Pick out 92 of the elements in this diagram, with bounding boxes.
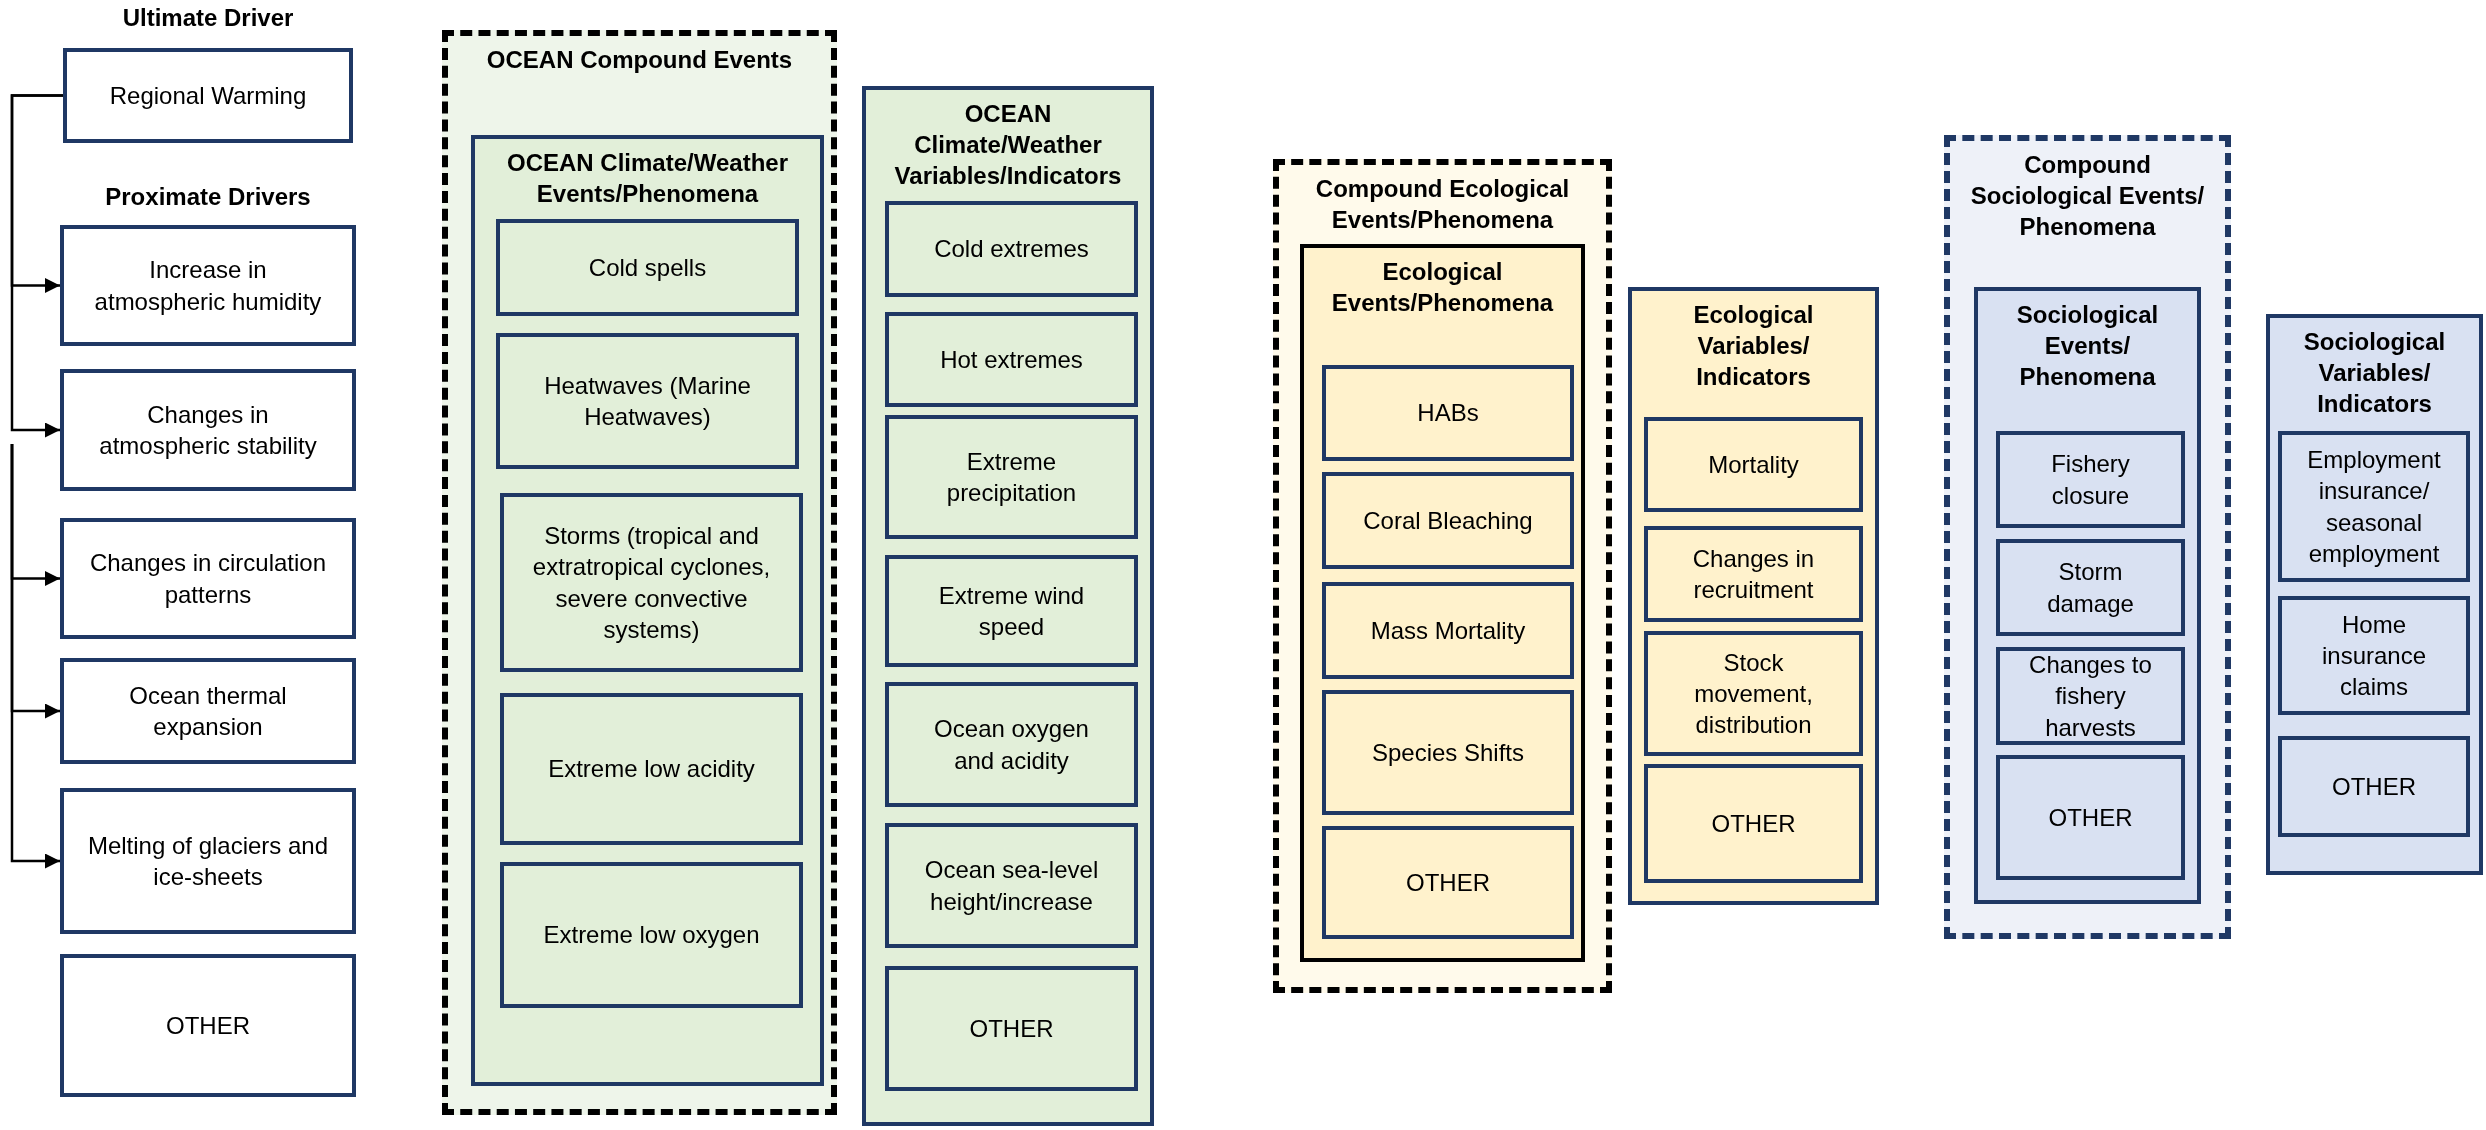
- process-box: [885, 966, 1138, 1091]
- process-box: [2278, 736, 2470, 837]
- group-heading: Ecological Events/Phenomena: [1330, 257, 1555, 319]
- box-label: OTHER: [2048, 802, 2133, 833]
- box-label: OTHER: [2332, 771, 2416, 802]
- process-box: [496, 219, 799, 316]
- process-box: [885, 823, 1138, 948]
- box-label: Mass Mortality: [1370, 615, 1526, 646]
- process-box: [1644, 417, 1863, 512]
- category-box: [1974, 287, 2201, 904]
- group-heading: Ecological Variables/ Indicators: [1692, 300, 1815, 393]
- process-box: [1322, 826, 1574, 939]
- box-label: Changes in circulation patterns: [88, 548, 328, 610]
- box-label: Extreme precipitation: [945, 446, 1078, 508]
- process-box: [885, 415, 1138, 539]
- box-label: Cold spells: [588, 252, 707, 283]
- box-label: Changes to fishery harvests: [2028, 650, 2153, 743]
- process-box: [500, 693, 803, 845]
- process-box: [2278, 431, 2470, 582]
- box-label: Regional Warming: [109, 80, 307, 111]
- process-box: [1644, 631, 1863, 756]
- process-box: [885, 312, 1138, 407]
- process-box: [1322, 365, 1574, 461]
- box-label: HABs: [1417, 398, 1479, 429]
- process-box: [1644, 526, 1863, 622]
- process-box: [60, 658, 356, 764]
- process-box: [60, 369, 356, 491]
- box-label: Storm damage: [2046, 557, 2135, 619]
- category-box: [1300, 244, 1585, 962]
- box-label: Heatwaves (Marine Heatwaves): [543, 370, 752, 432]
- box-label: Home insurance claims: [2320, 609, 2428, 703]
- process-box: [60, 788, 356, 934]
- box-label: Extreme wind speed: [937, 580, 1086, 642]
- box-label: Changes in atmospheric stability: [98, 399, 318, 461]
- box-label: Extreme low acidity: [548, 754, 755, 785]
- box-label: OTHER: [969, 1013, 1054, 1044]
- process-box: [63, 48, 353, 143]
- group-heading: Compound Ecological Events/Phenomena: [1314, 174, 1571, 236]
- box-label: Hot extremes: [940, 344, 1083, 375]
- group-heading: OCEAN Compound Events: [486, 45, 793, 75]
- dashed-group-box: [1944, 135, 2231, 939]
- process-box: [1996, 647, 2185, 745]
- box-label: Changes in recruitment: [1691, 543, 1816, 605]
- group-heading: Sociological Events/ Phenomena: [2015, 300, 2160, 393]
- box-label: Fishery closure: [2050, 449, 2131, 511]
- category-box: [1628, 287, 1879, 905]
- connector-arrow: [10, 94, 63, 438]
- dashed-group-box: [1273, 159, 1612, 993]
- box-label: Storms (tropical and extratropical cyclones, severe convective systems): [531, 521, 772, 645]
- box-label: Ocean sea-level height/increase: [923, 855, 1100, 917]
- process-box: [1996, 539, 2185, 636]
- category-box: [862, 86, 1154, 1126]
- box-label: Stock movement, distribution: [1693, 647, 1814, 741]
- process-box: [1322, 472, 1574, 569]
- box-label: OTHER: [1406, 867, 1490, 898]
- box-label: OTHER: [1711, 808, 1796, 839]
- process-box: [500, 862, 803, 1008]
- process-box: [1996, 431, 2185, 528]
- process-box: [496, 333, 799, 469]
- box-label: Ocean thermal expansion: [128, 680, 288, 742]
- box-label: Employment insurance/ seasonal employment: [2306, 445, 2442, 569]
- group-heading: OCEAN Climate/Weather Events/Phenomena: [506, 148, 789, 210]
- dashed-group-box: [442, 30, 837, 1115]
- box-label: Ocean oxygen and acidity: [933, 714, 1090, 776]
- process-box: [1644, 764, 1863, 883]
- process-box: [885, 555, 1138, 667]
- process-box: [60, 225, 356, 346]
- box-label: Coral Bleaching: [1363, 505, 1533, 536]
- group-heading: Sociological Variables/ Indicators: [2302, 327, 2447, 420]
- box-label: Increase in atmospheric humidity: [93, 255, 323, 317]
- process-box: [2278, 596, 2470, 715]
- process-box: [1322, 690, 1574, 815]
- connector-arrow: [10, 444, 60, 869]
- process-box: [885, 682, 1138, 807]
- process-box: [500, 493, 803, 672]
- box-label: Cold extremes: [934, 234, 1089, 265]
- process-box: [60, 518, 356, 639]
- box-label: Melting of glaciers and ice-sheets: [86, 830, 330, 892]
- category-box: [2266, 314, 2483, 875]
- column-heading: Ultimate Driver: [122, 4, 294, 32]
- process-box: [885, 201, 1138, 297]
- process-box: [1996, 755, 2185, 880]
- group-heading: OCEAN Climate/Weather Variables/Indicators: [893, 99, 1123, 192]
- box-label: Extreme low oxygen: [543, 920, 760, 951]
- box-label: Mortality: [1708, 449, 1799, 480]
- category-box: [471, 135, 824, 1086]
- column-heading: Proximate Drivers: [105, 183, 311, 211]
- box-label: OTHER: [166, 1010, 250, 1041]
- box-label: Species Shifts: [1371, 737, 1525, 768]
- group-heading: Compound Sociological Events/ Phenomena: [1969, 150, 2206, 243]
- process-box: [60, 954, 356, 1097]
- process-box: [1322, 582, 1574, 679]
